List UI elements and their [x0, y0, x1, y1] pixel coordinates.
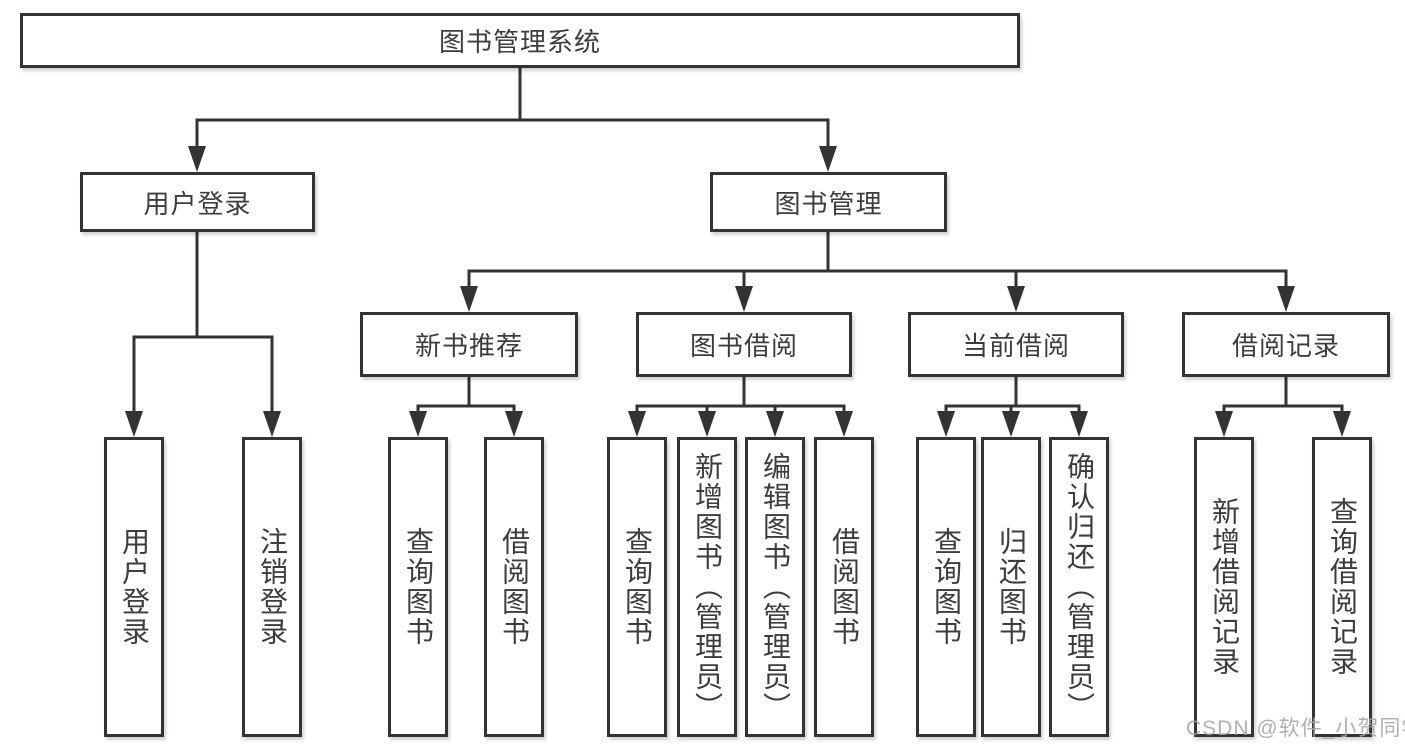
node-root-label: 图书管理系统: [438, 27, 601, 57]
leaf-label: 确认归还（管理员）: [1064, 452, 1095, 722]
node-records-label: 借阅记录: [1231, 331, 1340, 361]
node-user-login-child-login: 用户登录: [104, 437, 164, 737]
node-current-child-confirm: 确认归还（管理员）: [1049, 437, 1109, 737]
node-records-child-add: 新增借阅记录: [1194, 437, 1254, 737]
watermark-text: CSDN @软件_小贺同学: [1186, 717, 1405, 740]
arrowhead-newbook-child-1: [409, 411, 427, 437]
connector-bookmgmt-to-level3: [467, 229, 1288, 291]
node-user-login-child-logout: 注销登录: [242, 437, 302, 737]
node-new-book-child-query: 查询图书: [388, 437, 448, 737]
arrowhead-current-child-3: [1070, 411, 1088, 437]
node-records-child-query: 查询借阅记录: [1312, 437, 1372, 737]
node-current-child-return: 归还图书: [981, 437, 1041, 737]
connector-current-to-children: [944, 374, 1081, 416]
node-current-child-query: 查询图书: [916, 437, 976, 737]
arrowhead-borrow-child-2: [698, 411, 716, 437]
connector-root-to-level2: [195, 66, 830, 152]
arrowhead-current-child-2: [1002, 411, 1020, 437]
node-user-login-label: 用户登录: [143, 188, 252, 219]
node-borrow-child-borrow: 借阅图书: [814, 437, 874, 737]
node-borrow-child-edit: 编辑图书（管理员）: [745, 437, 805, 737]
node-new-book-child-borrow: 借阅图书: [484, 437, 544, 737]
leaf-label: 新增图书（管理员）: [692, 452, 723, 722]
arrowhead-borrow-child-4: [835, 411, 853, 437]
arrowhead-current: [1007, 286, 1025, 312]
arrowhead-borrow-child-1: [628, 411, 646, 437]
node-current-label: 当前借阅: [961, 331, 1070, 361]
leaf-label: 查询图书: [931, 527, 962, 647]
node-borrow-child-query: 查询图书: [607, 437, 667, 737]
arrowhead-borrow: [735, 286, 753, 312]
connector-userlogin-to-children: [132, 229, 274, 416]
leaf-label: 查询图书: [403, 527, 434, 647]
node-user-login: 用户登录: [80, 172, 315, 232]
node-new-book-label: 新书推荐: [414, 331, 523, 361]
arrowhead-book-mgmt: [819, 146, 837, 172]
leaf-label: 编辑图书（管理员）: [760, 452, 791, 722]
leaf-label: 借阅图书: [829, 527, 860, 647]
node-records: 借阅记录: [1182, 312, 1390, 377]
leaf-label: 查询借阅记录: [1327, 497, 1358, 677]
leaf-label: 归还图书: [996, 527, 1027, 647]
node-book-mgmt: 图书管理: [710, 172, 947, 232]
arrowhead-records: [1277, 286, 1295, 312]
arrowhead-new-book: [460, 286, 478, 312]
leaf-label: 注销登录: [257, 527, 288, 647]
node-borrow: 图书借阅: [636, 312, 852, 377]
arrowhead-user-child-1: [125, 411, 143, 437]
arrowhead-records-child-2: [1333, 411, 1351, 437]
node-new-book: 新书推荐: [360, 312, 578, 377]
leaf-label: 借阅图书: [499, 527, 530, 647]
connector-borrow-to-children: [635, 374, 846, 416]
leaf-label: 新增借阅记录: [1209, 497, 1240, 677]
node-borrow-child-add: 新增图书（管理员）: [677, 437, 737, 737]
arrowhead-records-child-1: [1215, 411, 1233, 437]
leaf-label: 用户登录: [119, 527, 150, 647]
leaf-label: 查询图书: [622, 527, 653, 647]
arrowhead-current-child-1: [937, 411, 955, 437]
arrowhead-user-login: [188, 146, 206, 172]
arrowhead-borrow-child-3: [766, 411, 784, 437]
node-current: 当前借阅: [908, 312, 1124, 377]
connector-records-to-children: [1222, 374, 1344, 416]
node-borrow-label: 图书借阅: [689, 331, 798, 361]
arrowhead-newbook-child-2: [505, 411, 523, 437]
node-book-mgmt-label: 图书管理: [774, 188, 883, 219]
node-root: 图书管理系统: [20, 13, 1020, 68]
connector-newbook-to-children: [416, 374, 516, 416]
arrowhead-user-child-2: [263, 411, 281, 437]
